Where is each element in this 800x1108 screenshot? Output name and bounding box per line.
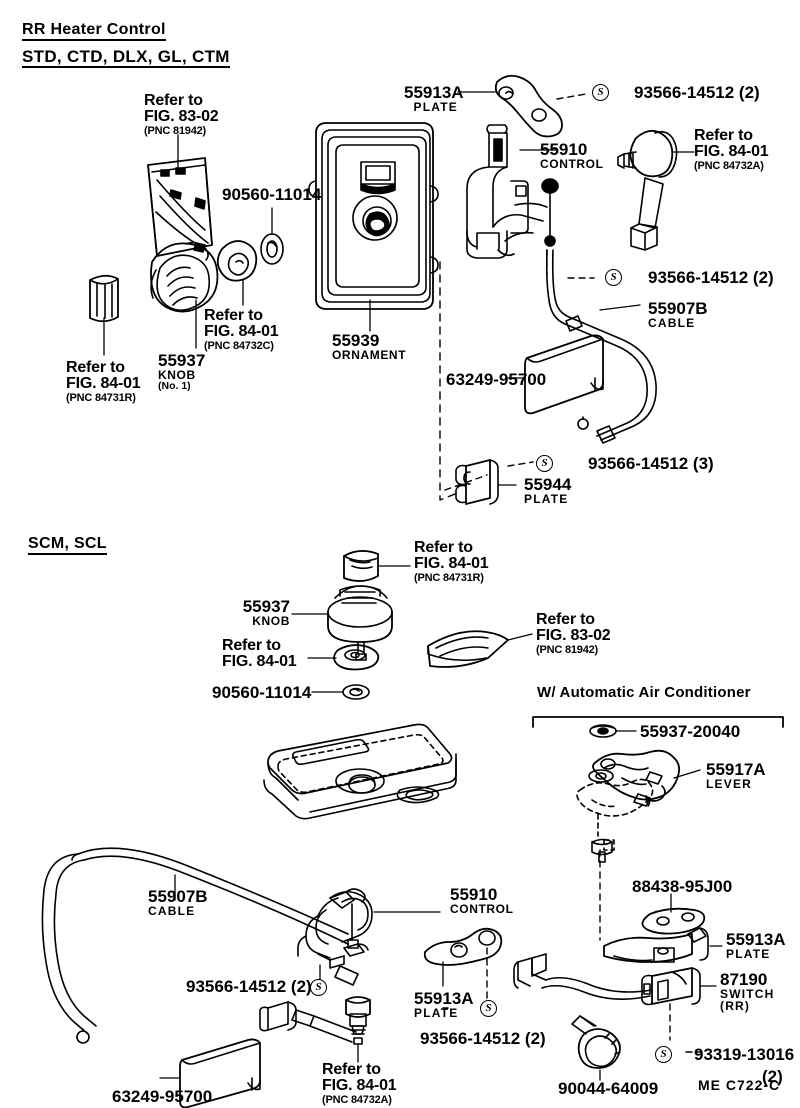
label-55944-plate: 55944 PLATE [524, 475, 572, 506]
part-switch-harness [513, 953, 653, 1000]
label-93566-14512-bottom: 93566-14512 (2) [186, 977, 312, 996]
label-93566-14512-top: 93566-14512 (2) [634, 83, 760, 102]
part-bracket-81942-scm [427, 630, 509, 668]
label-90044-64009: 90044-64009 [558, 1079, 659, 1098]
screw-circle-icon: S [592, 84, 609, 101]
part-knob-55937-scm [327, 585, 393, 661]
label-55937-20040: 55937-20040 [640, 722, 741, 741]
part-plate-55944 [455, 459, 499, 505]
label-55913a-plate-aac: 55913A PLATE [726, 930, 786, 961]
part-bush-84732c [216, 240, 258, 282]
label-93566-14512-cable: 93566-14512 (2) [648, 268, 774, 287]
label-90560-11014-scm: 90560-11014 [212, 683, 312, 702]
label-refer-fig8302-scm: Refer to FIG. 83-02 (PNC 81942) [536, 611, 611, 656]
part-pad-88438 [641, 907, 706, 935]
screw-circle-icon: S [480, 1000, 497, 1017]
part-washer-8401-scm [333, 644, 380, 671]
label-63249-95700-top: 63249-95700 [446, 370, 547, 389]
part-cable-55907b-top [545, 249, 657, 444]
part-bolt-84732a [345, 996, 371, 1045]
label-55939-ornament: 55939 ORNAMENT [332, 331, 407, 362]
part-washer-aac [588, 769, 614, 783]
label-refer-fig8401-scm: Refer to FIG. 84-01 [222, 637, 297, 671]
part-control-55910-top [466, 124, 559, 259]
label-55910-control-bottom: 55910 CONTROL [450, 885, 514, 916]
part-bracket-hidden-aac [576, 778, 654, 851]
part-washer-90560-scm [342, 684, 370, 700]
label-90560-11014-std: 90560-11014 [222, 185, 322, 204]
part-cable-55907b-bottom [41, 847, 359, 1044]
part-nut-55937-20040 [589, 724, 617, 738]
label-93319-13016: 93319-13016 [694, 1045, 795, 1064]
label-55910-control-top: 55910 CONTROL [540, 140, 604, 171]
part-plate-55913a-aac [603, 927, 709, 963]
screw-circle-icon: S [310, 979, 327, 996]
screw-circle-icon: S [605, 269, 622, 286]
page-title: RR Heater Control [22, 22, 166, 41]
label-refer-fig8401-84731r-scm: Refer to FIG. 84-01 (PNC 84731R) [414, 539, 489, 584]
label-55937-knob-no1: 55937 KNOB (No. 1) [158, 351, 206, 392]
part-knob-55937-no1 [150, 241, 219, 313]
label-refer-fig8401-84731r-std: Refer to FIG. 84-01 (PNC 84731R) [66, 359, 141, 404]
part-plate-55913a-bottom [423, 927, 503, 966]
part-washer-90560-std [260, 233, 284, 265]
label-55937-knob-scm: 55937 KNOB [242, 597, 290, 628]
section-heading-std: STD, CTD, DLX, GL, CTM [22, 47, 230, 68]
label-55913a-plate-bottom: 55913A PLATE [414, 989, 474, 1020]
part-knobcap-84731r-scm [343, 550, 379, 582]
part-cover-63249-top [524, 334, 604, 415]
label-88438-95j00: 88438-95J00 [632, 877, 733, 896]
label-93566-14512-plate-bottom: 93566-14512 (2) [420, 1029, 546, 1048]
part-clamp-90044 [571, 1015, 621, 1069]
part-ornament-outline-scm [263, 723, 457, 820]
footer-code: ME C722-C [698, 1077, 781, 1093]
part-switch-87190 [641, 967, 701, 1006]
label-refer-fig8302-std: Refer to FIG. 83-02 (PNC 81942) [144, 92, 219, 137]
part-bracket-81942 [147, 157, 213, 257]
part-lever-55917a [592, 749, 681, 807]
label-55913a-plate-top: 55913A PLATE [404, 83, 464, 114]
screw-circle-icon: S [655, 1046, 672, 1063]
part-actuator-84732a [617, 129, 678, 251]
part-pin-aac [591, 838, 613, 863]
label-93566-14512-plate: 93566-14512 (3) [588, 454, 714, 473]
section-heading-aac: W/ Automatic Air Conditioner [537, 684, 751, 701]
label-refer-fig8401-84732a-top: Refer to FIG. 84-01 (PNC 84732A) [694, 127, 769, 172]
label-55917a-lever: 55917A LEVER [706, 760, 766, 791]
part-control-55910-bottom [297, 888, 373, 969]
label-55907b-cable-top: 55907B CABLE [648, 299, 708, 330]
label-63249-95700-bottom: 63249-95700 [112, 1087, 213, 1106]
label-refer-fig8401-84732c: Refer to FIG. 84-01 (PNC 84732C) [204, 307, 279, 352]
label-93319-13016-qty: (2) [762, 1067, 783, 1086]
section-heading-scm: SCM, SCL [28, 536, 107, 555]
part-ornament-55939 [308, 122, 439, 310]
part-plate-55913a-top [494, 74, 563, 138]
screw-circle-icon: S [536, 455, 553, 472]
label-87190-switch: 87190 SWITCH (RR) [720, 970, 775, 1013]
part-connector-bottom [259, 1001, 357, 1043]
part-cover-63249-bottom [179, 1038, 261, 1108]
label-refer-fig8401-84732a-bottom: Refer to FIG. 84-01 (PNC 84732A) [322, 1061, 397, 1106]
part-knobcap-84731r [89, 274, 119, 323]
label-55907b-cable-bottom: 55907B CABLE [148, 887, 208, 918]
